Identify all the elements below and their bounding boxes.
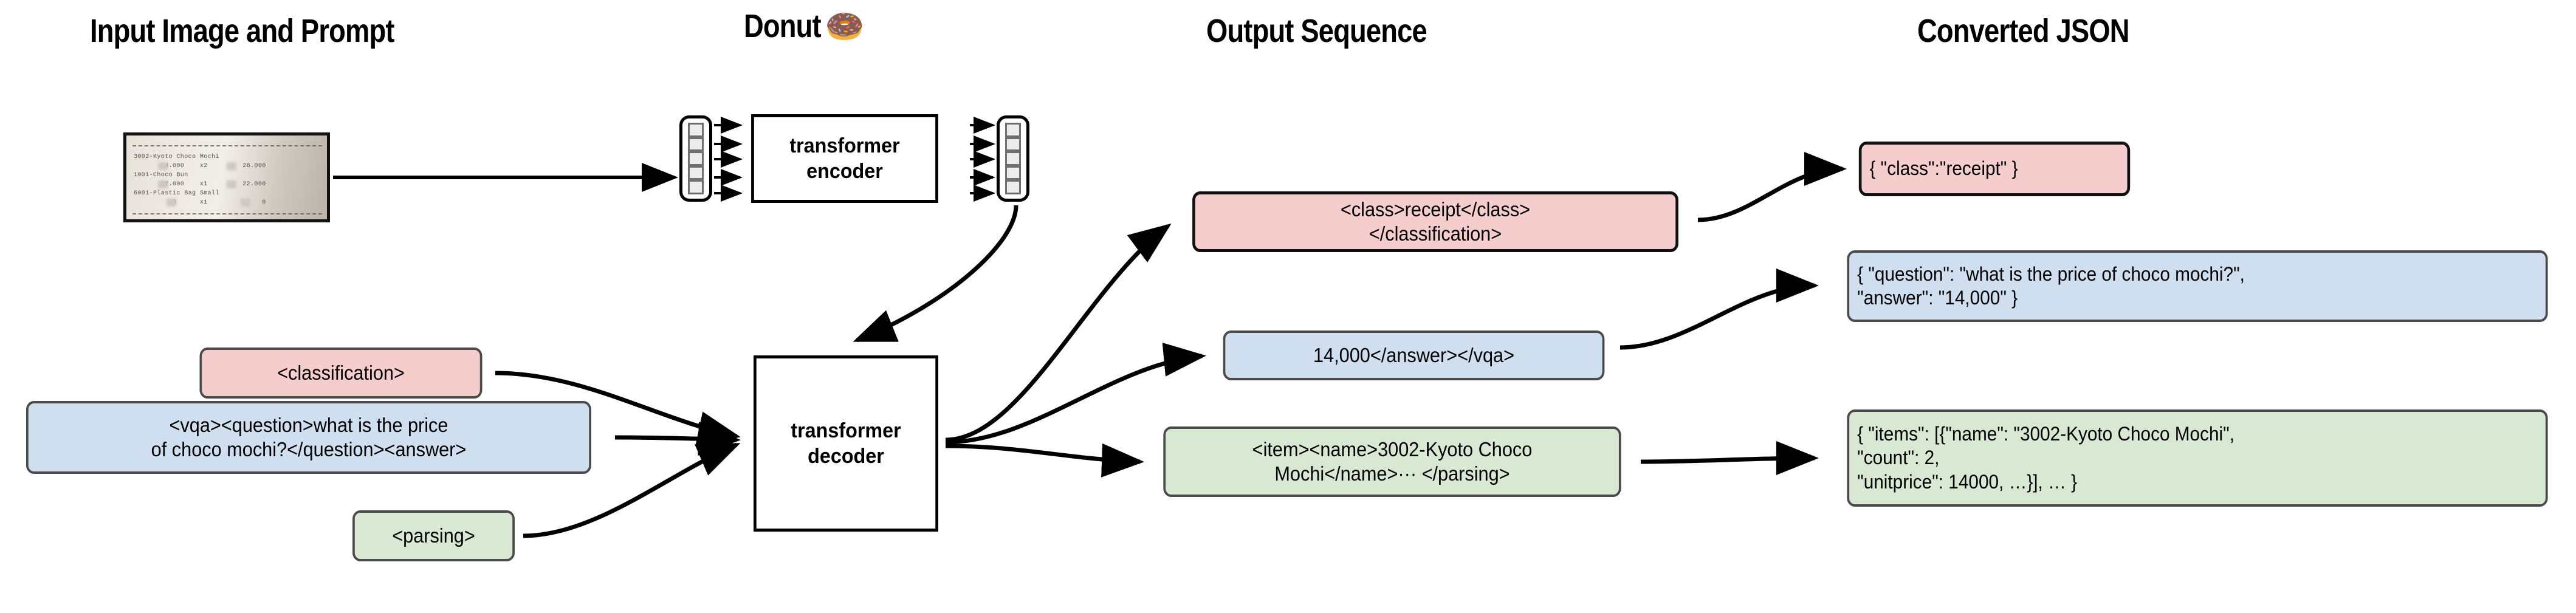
column-header-input-image-and-prompt: Input Image and Prompt	[90, 13, 395, 49]
arrow-decoder-to-output-parsing	[945, 443, 1144, 478]
encoder-output-token-strip	[997, 115, 1029, 202]
arrow-output-to-json-parsing	[1640, 441, 1819, 476]
json-box-parsing[interactable]: { "items": [{"name": "3002-Kyoto Choco M…	[1847, 409, 2548, 507]
token-cell	[688, 151, 704, 166]
output-box-vqa[interactable]: 14,000</answer></vqa>	[1223, 330, 1605, 380]
json-box-classification[interactable]: { "class":"receipt" }	[1858, 142, 2131, 196]
receipt-line-1: 3002-Kyoto Choco Mochi	[134, 154, 219, 160]
prompt-box-parsing[interactable]: <parsing>	[352, 510, 515, 561]
arrow-decoder-to-output-classification	[945, 223, 1172, 442]
arrow-output-to-json-vqa	[1619, 269, 1819, 350]
transformer-decoder-box: transformer decoder	[754, 355, 938, 532]
token-cell	[1005, 151, 1021, 166]
output-box-classification[interactable]: <class>receipt</class> </classification>	[1192, 191, 1678, 252]
arrow-output-to-json-classification	[1697, 152, 1847, 222]
token-cell	[688, 165, 704, 180]
column-header-donut: Donut 🍩	[744, 7, 864, 45]
receipt-input-image: 3002-Kyoto Choco Mochi 14.000 x2 28.000 …	[123, 132, 330, 222]
token-cell	[688, 180, 704, 194]
token-cell	[688, 137, 704, 152]
token-cell	[1005, 137, 1021, 152]
output-box-parsing[interactable]: <item><name>3002-Kyoto Choco Mochi</name…	[1163, 426, 1621, 497]
arrow-encoder-to-decoder	[853, 205, 1018, 343]
arrow-prompt-vqa-to-decoder	[614, 422, 741, 456]
receipt-line-3: 1001-Choco Bun	[134, 172, 188, 179]
token-cell	[688, 123, 704, 137]
token-cell	[1005, 123, 1021, 137]
receipt-line-2: 14.000 x2 28.000	[134, 163, 266, 170]
receipt-line-5: 6001-Plastic Bag Small	[134, 190, 219, 197]
column-header-converted-json: Converted JSON	[1917, 13, 2130, 49]
token-cell	[1005, 180, 1021, 194]
donut-icon: 🍩	[825, 9, 864, 44]
token-cell	[1005, 165, 1021, 180]
prompt-box-classification[interactable]: <classification>	[199, 348, 483, 399]
prompt-box-vqa[interactable]: <vqa><question>what is the price of choc…	[26, 401, 591, 474]
encoder-input-token-strip	[679, 115, 712, 202]
donut-header-label: Donut	[744, 8, 822, 44]
json-box-vqa[interactable]: { "question": "what is the price of choc…	[1847, 250, 2548, 322]
column-header-output-sequence: Output Sequence	[1206, 13, 1427, 49]
arrow-decoder-to-output-vqa	[945, 343, 1206, 445]
transformer-encoder-box: transformer encoder	[751, 114, 938, 203]
receipt-line-4: 22.000 x1 22.000	[134, 181, 266, 188]
